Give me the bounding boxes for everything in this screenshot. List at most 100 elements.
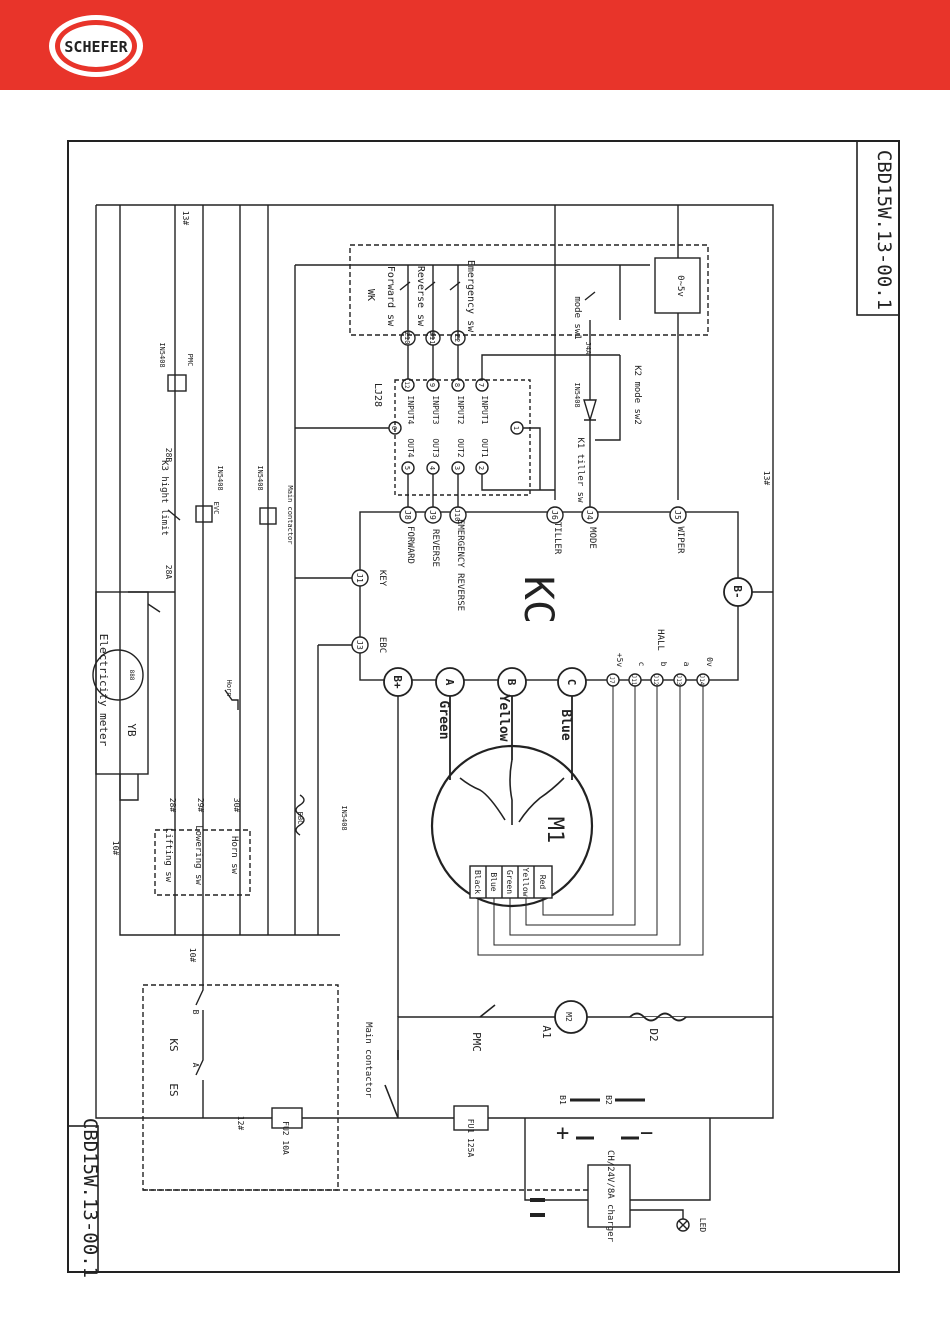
horn-sw-label: Horn sw [229, 836, 239, 875]
meter-name: Electricity meter [97, 634, 110, 747]
j4a-label: J4A [584, 342, 592, 355]
title-block-bottom [67, 1125, 99, 1273]
pin-z11: Z11 [428, 332, 436, 345]
ebc-diode-label: IN5408 [340, 805, 348, 830]
term-j8: J8 [403, 510, 412, 520]
motor-name: M1 [542, 817, 567, 844]
lj-pin-8: 8 [453, 383, 461, 387]
input3: INPUT3 [431, 396, 440, 425]
led-label: LED [698, 1218, 707, 1233]
bminus-label: B- [731, 585, 744, 598]
wk-box [349, 244, 709, 336]
horn-device [224, 689, 239, 710]
fuse-fu2 [271, 1107, 303, 1129]
b1-label: B1 [558, 1095, 567, 1105]
out2: OUT2 [456, 438, 465, 457]
left-rail [95, 205, 398, 1119]
tiller-sw-label: K1 tiller sw [575, 437, 585, 503]
regulator-label: 0~5v [675, 275, 685, 297]
meter-dial [92, 649, 144, 701]
blue-wire-label: Blue [558, 709, 573, 740]
hall-c-label: c [637, 662, 646, 667]
schefer-logo: SCHEFER [49, 15, 143, 77]
led-wiring [630, 1209, 688, 1230]
lowering-sw-label: Lowering sw [193, 825, 203, 885]
wk-wiring [295, 205, 679, 500]
ks-label: KS [167, 1038, 180, 1051]
lj-pin-5: 5 [403, 466, 411, 470]
pmc-diode-label: IN5408 [158, 342, 166, 367]
hall-b-label: b [659, 662, 668, 667]
key-ebc-wiring [295, 577, 352, 646]
wiper-label: WIPER [675, 526, 685, 554]
battery-plates [570, 1098, 645, 1140]
w28-label: 28# [168, 798, 177, 813]
meter-digits: 888 [128, 670, 135, 681]
w10b-label: 10# [188, 948, 197, 963]
lj-pin-3: 3 [453, 466, 461, 470]
main-contactor-coil-label: Main contactor [286, 485, 294, 544]
evc-coil [195, 505, 213, 523]
input1: INPUT1 [480, 396, 489, 425]
pump-branch [397, 1016, 773, 1118]
ebc-label: EBC [377, 637, 387, 653]
zero-v-label: 0v [705, 657, 714, 667]
fu1-label: FU1 125A [466, 1119, 475, 1158]
w13-label: 13# [181, 211, 190, 226]
main-coil [259, 507, 277, 525]
lj28-label: LJ28 [372, 383, 383, 407]
ks-b-label: B [191, 1010, 200, 1015]
main-contactor-label: Main contactor [363, 1022, 373, 1098]
lifting-sw-label: Lifting sw [163, 828, 173, 883]
reverse-label: REVERSE [430, 529, 440, 567]
fuse-fu1 [453, 1105, 489, 1131]
hall-wire-yellow: Yellow [521, 868, 530, 897]
evc-label: EVC [212, 502, 220, 515]
hall-a-label: a [682, 662, 691, 667]
bplus-label: B+ [391, 675, 404, 689]
lj-pin-12: 12 [403, 381, 410, 389]
ks-a-label: A [191, 1063, 200, 1068]
charger-wiring [524, 1118, 711, 1201]
mode-sw2-label: K2 mode sw2 [632, 365, 642, 425]
emergency-reverse-label: EMERGENCY REVERSE [455, 519, 465, 611]
lj-pin-7: 7 [477, 383, 485, 387]
drawing-number-2: CBD15W.13-00.1 [79, 1118, 101, 1278]
plus5v-label: +5v [615, 653, 624, 668]
pin-z10: Z10 [403, 332, 411, 345]
drawing-frame [67, 140, 900, 1273]
d2-label: D2 [647, 1028, 660, 1041]
phase-a-label: A [443, 679, 456, 686]
term-j4: J4 [585, 510, 594, 520]
title-block-top [856, 140, 900, 316]
header-bar [0, 0, 950, 90]
wk-label: WK [365, 289, 376, 301]
main-diode-label: IN5408 [256, 465, 264, 490]
mode-label: MODE [587, 527, 597, 549]
ebc-coil [295, 794, 305, 836]
meter-box [95, 591, 149, 775]
mode-wiring [583, 320, 621, 508]
controller-name: KC [515, 576, 561, 624]
lj-pin-6: 6 [390, 426, 398, 430]
term-j7: J7 [608, 676, 615, 684]
battery-minus: − [640, 1121, 653, 1146]
pmc-coil [167, 374, 187, 392]
lj28-box [394, 379, 531, 496]
hall-connector [469, 865, 553, 899]
charger-box [587, 1164, 631, 1228]
forward-label: FORWARD [405, 526, 415, 564]
key-label: KEY [377, 570, 387, 587]
w28a-label: 28A [164, 565, 173, 580]
w30-label: 30# [232, 798, 241, 813]
emergency-sw: Emergency sw [465, 260, 476, 333]
w13b-label: 13# [762, 471, 771, 486]
reverse-sw: Reverse sw [415, 266, 426, 327]
term-j14: J14 [698, 675, 705, 686]
motor-windings [459, 759, 565, 825]
tiller-label: TILLER [552, 522, 562, 555]
b2-label: B2 [604, 1095, 613, 1105]
green-wire-label: Green [436, 700, 451, 739]
out3: OUT3 [431, 438, 440, 457]
